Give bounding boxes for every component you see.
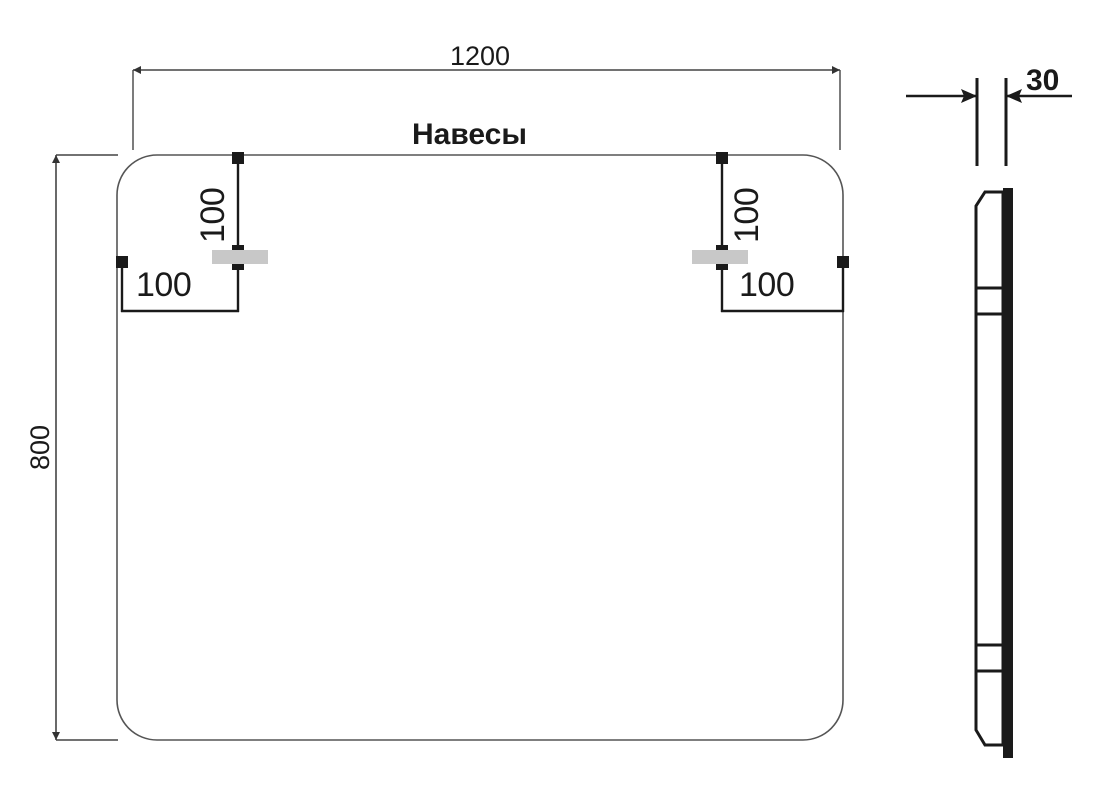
height-dimension-label: 800 [25,424,55,470]
front-view-group [116,154,844,741]
height-dimension-800 [52,154,118,741]
side-body-outline [974,190,1005,747]
right-mount-side-offset-label: 100 [739,266,795,304]
left-mount-side-offset-label: 100 [136,266,192,304]
side-mirror-face [1003,188,1013,758]
side-view-profile [974,188,1013,758]
right-mount-top-offset-label: 100 [728,187,766,243]
left-mount-dimensions [116,152,268,313]
mounts-title-label: Навесы [412,118,527,151]
width-dimension-label: 1200 [450,41,511,71]
right-mount-dimensions [692,152,849,313]
width-dimension-1200 [132,66,841,150]
right-hanger-bracket [692,250,748,264]
left-hanger-bracket [212,250,268,264]
left-mount-top-offset-label: 100 [194,187,232,243]
mirror-panel-outline [116,154,844,741]
thickness-dimension-label: 30 [1026,64,1060,97]
thickness-dimension-30 [906,78,1072,166]
